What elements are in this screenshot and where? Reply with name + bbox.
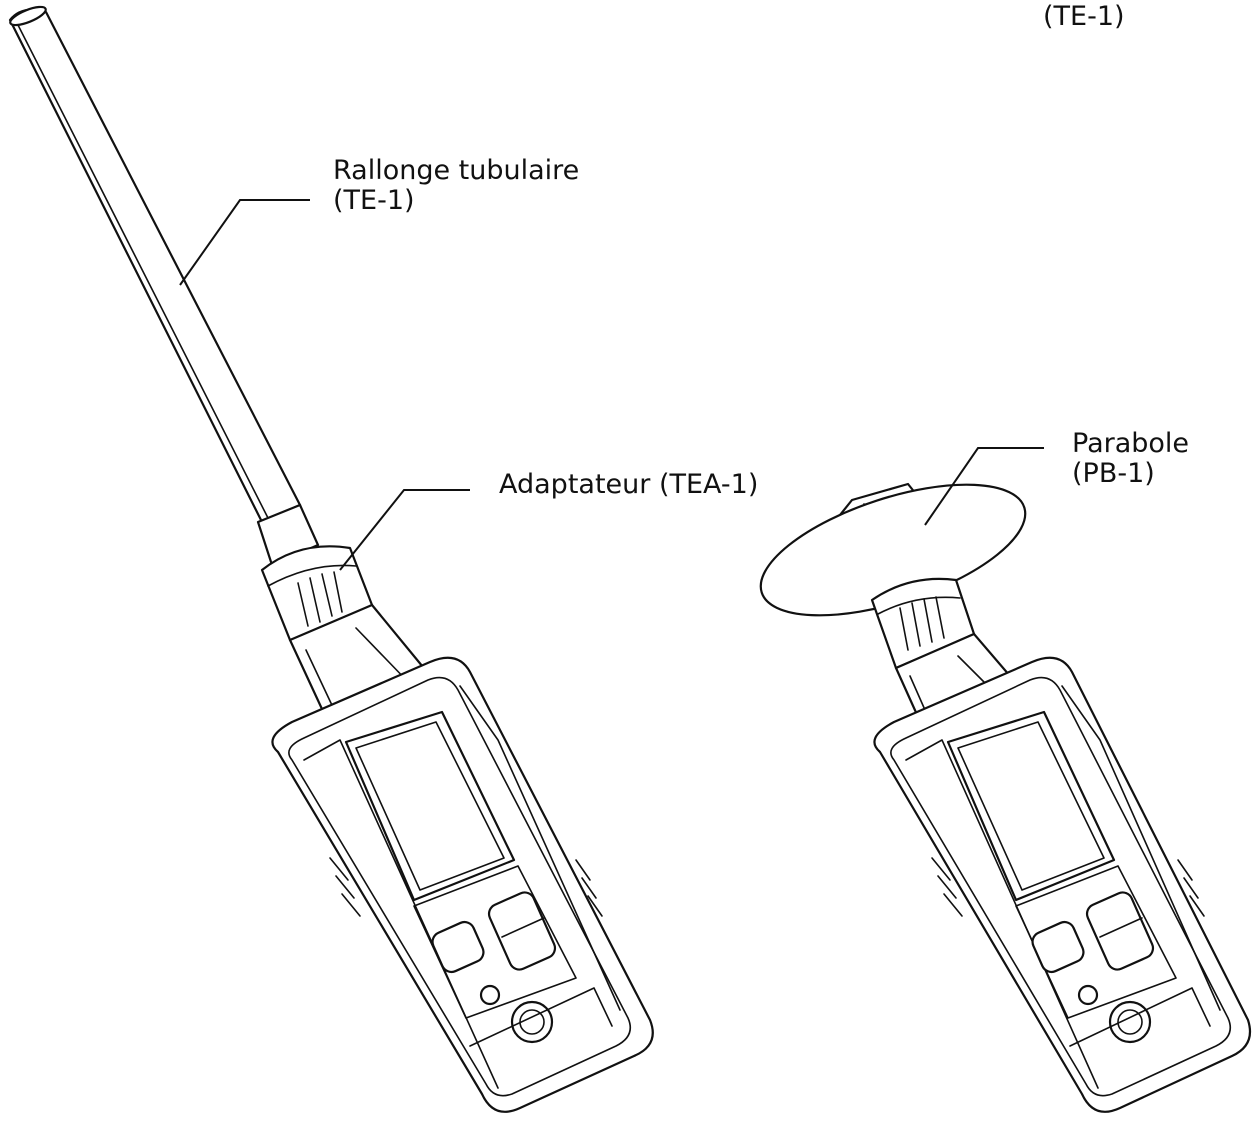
right-rocker-2 [1085,891,1155,971]
left-button-1 [431,920,485,974]
meter-body-right [873,656,1252,1113]
top-right-code: (TE-1) [1043,1,1125,32]
tube-extension-code: (TE-1) [333,185,415,216]
parabola-pb1 [759,482,1027,617]
right-rocker-1 [487,891,557,971]
meter-body-left [271,656,654,1113]
indicator-led-2 [1077,984,1099,1006]
leader-tube [179,199,310,286]
label-top-right-fragment: (TE-1) [1043,2,1125,32]
parabola-code: (PB-1) [1072,458,1155,489]
tube-extension [8,5,302,524]
leader-adapter [339,489,470,571]
indicator-led-1 [479,984,501,1006]
meter-with-tube-extension [8,5,654,1113]
connector-port-1 [510,1000,554,1044]
label-tube-extension: Rallonge tubulaire (TE-1) [333,156,579,216]
label-adapter: Adaptateur (TEA-1) [499,470,758,500]
tube-extension-name: Rallonge tubulaire [333,155,580,186]
adapter-text: Adaptateur (TEA-1) [499,469,759,500]
display-screen-left [344,710,516,902]
parabola-name: Parabole [1072,428,1190,459]
connector-port-2 [1108,1000,1152,1044]
label-parabola: Parabole (PB-1) [1072,429,1189,489]
leader-lines [179,199,1044,571]
leader-parabola [924,447,1044,526]
left-button-2 [1031,920,1085,974]
meter-with-parabola [759,482,1252,1113]
display-screen-right [946,710,1116,902]
